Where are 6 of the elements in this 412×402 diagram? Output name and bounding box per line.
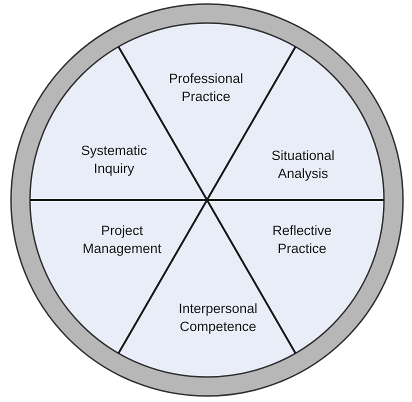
sector-label: Professional Practice — [151, 70, 261, 106]
sector-label: Situational Analysis — [248, 147, 358, 183]
sector-label: Reflective Practice — [247, 222, 357, 258]
sector-label: Interpersonal Competence — [163, 300, 273, 336]
sector-label: Project Management — [67, 222, 177, 258]
sector-label: Systematic Inquiry — [59, 142, 169, 178]
